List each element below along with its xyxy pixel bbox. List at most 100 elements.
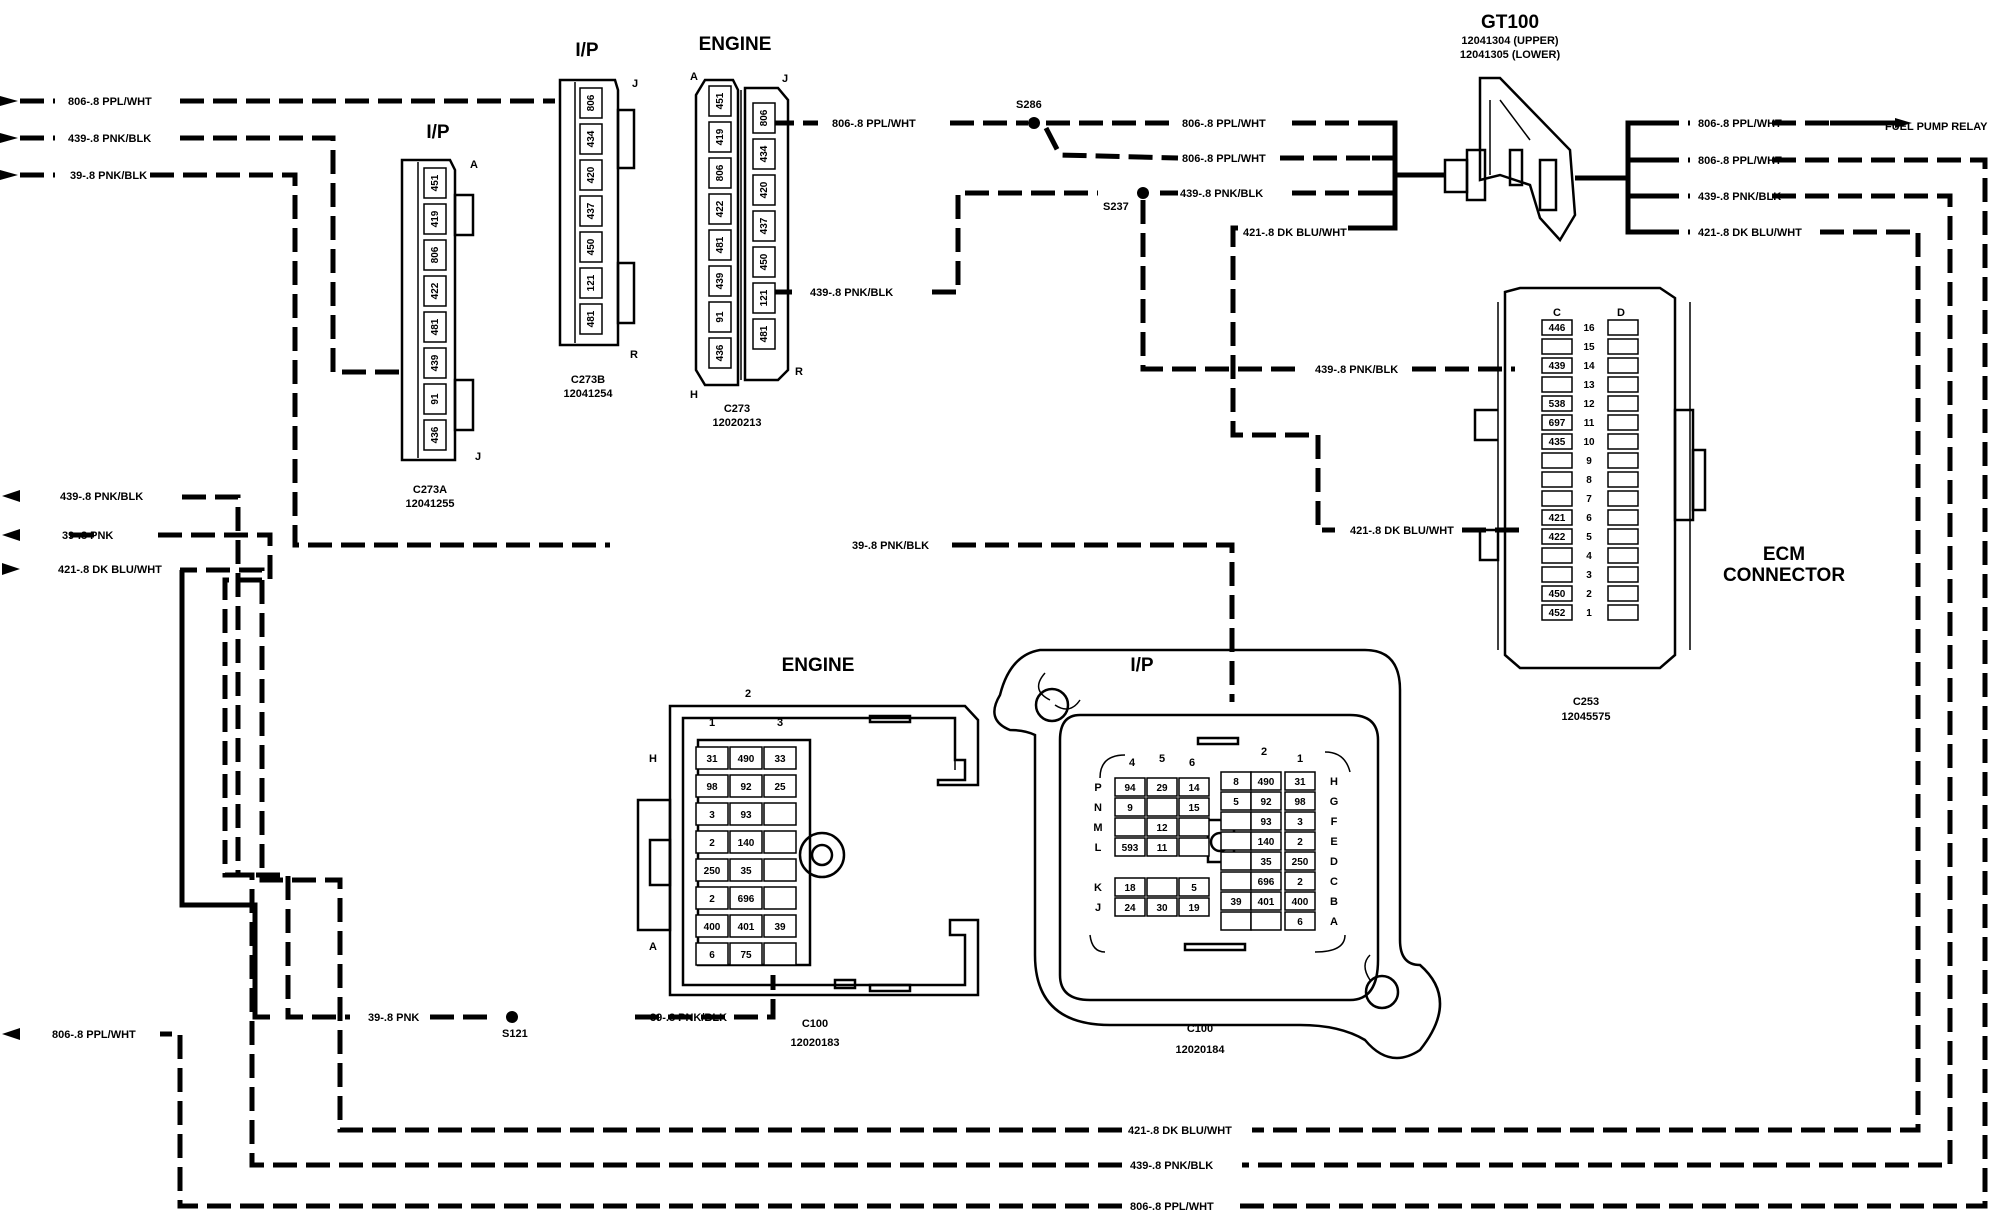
pin-cavity	[1220, 831, 1252, 851]
pin-label: 697	[1549, 418, 1566, 429]
ecm-cavity-c	[1541, 585, 1573, 602]
connector-heading: ENGINE	[782, 655, 855, 676]
connector-part: 12041255	[406, 498, 455, 510]
pin-cavity	[579, 195, 603, 227]
pin-cavity	[729, 942, 763, 966]
pin-cavity	[763, 774, 797, 798]
ecm-row-number: 16	[1583, 323, 1595, 334]
row-label: G	[1330, 796, 1339, 808]
pin-cavity	[695, 802, 729, 826]
pin-cavity	[1178, 837, 1210, 857]
pin-cavity	[708, 121, 732, 153]
pin-label: 3	[777, 717, 783, 729]
pin-cavity	[1250, 771, 1282, 791]
pin-cavity	[752, 246, 776, 278]
pin-label: 121	[759, 289, 770, 306]
pin-label: 92	[1260, 797, 1272, 808]
pin-label: 6	[1297, 917, 1303, 928]
splice-s237-dot	[1137, 187, 1149, 199]
pin-cavity	[1250, 891, 1282, 911]
pin-label: 12	[1156, 823, 1168, 834]
row-label: C	[1330, 876, 1338, 888]
wire-label: 39-.8 PNK	[62, 530, 113, 542]
pin-label: 451	[430, 174, 441, 191]
pin-cavity	[708, 337, 732, 369]
pin-cavity	[1114, 777, 1146, 797]
wire-label: 806-.8 PPL/WHT	[832, 118, 916, 130]
pin-cavity	[695, 914, 729, 938]
pin-cavity	[1220, 911, 1252, 931]
gt100-body	[1443, 76, 1577, 243]
pin-cavity	[695, 746, 729, 770]
pin-label: 481	[759, 325, 770, 342]
pin-cavity	[752, 318, 776, 350]
ecm-cavity-d	[1607, 509, 1639, 526]
connector-id: C253	[1573, 696, 1599, 708]
pin-cavity	[579, 303, 603, 335]
pin-cavity	[695, 774, 729, 798]
arrow-fuel-pump-relay-icon	[1895, 118, 1912, 128]
wire-label: 439-.8 PNK/BLK	[810, 287, 893, 299]
pin-cavity	[763, 942, 797, 966]
pin-label: 93	[740, 810, 752, 821]
wire-label: 39-.8 PNK	[368, 1012, 419, 1024]
pin-label: 31	[1294, 777, 1306, 788]
ecm-cavity-c	[1541, 452, 1573, 469]
ecm-cavity-d	[1607, 357, 1639, 374]
splice-label: S237	[1103, 201, 1129, 213]
row-label: B	[1330, 896, 1338, 908]
pin-cavity	[1146, 817, 1178, 837]
connector-part: 12020213	[713, 417, 762, 429]
pin-cavity	[423, 275, 447, 307]
splice-s286-dot	[1028, 117, 1040, 129]
pin-cavity	[708, 157, 732, 189]
pin-cavity	[1250, 851, 1282, 871]
pin-label: 3	[709, 810, 715, 821]
pin-label: 250	[704, 866, 721, 877]
pin-label: 439	[715, 272, 726, 289]
pin-cavity	[708, 265, 732, 297]
pin-label: 490	[1258, 777, 1275, 788]
ecm-row-number: 9	[1586, 456, 1592, 467]
row-label: A	[649, 941, 657, 953]
arrow-39-in-icon	[0, 170, 18, 180]
ecm-cavity-d	[1607, 319, 1639, 336]
gt100-title: GT100	[1481, 12, 1539, 33]
pin-cavity	[708, 301, 732, 333]
pin-label: 91	[715, 311, 726, 323]
pin-cavity	[729, 746, 763, 770]
connector-c273: ENGINE A J H R 4514198064224814399143680…	[690, 34, 803, 429]
wire-label: 421-.8 DK BLU/WHT	[1350, 525, 1454, 537]
connector-heading: I/P	[426, 122, 450, 143]
pin-cavity	[708, 193, 732, 225]
pin-cavity	[729, 830, 763, 854]
ecm-col-label: C	[1553, 307, 1561, 319]
pin-cavity	[1284, 831, 1316, 851]
ecm-cavity-c	[1541, 433, 1573, 450]
ecm-cavity-d	[1607, 604, 1639, 621]
gt100-connector: GT100 12041304 (UPPER) 12041305 (LOWER)	[1443, 12, 1577, 243]
row-label: F	[1331, 816, 1338, 828]
connector-id: C100	[802, 1018, 828, 1030]
pin-cavity	[729, 914, 763, 938]
ecm-cavity-c	[1541, 528, 1573, 545]
connector-part: 12041254	[564, 388, 614, 400]
pin-label: 18	[1124, 883, 1136, 894]
pin-cavity	[1220, 871, 1252, 891]
pin-cavity	[695, 886, 729, 910]
pin-end-label: R	[795, 366, 803, 378]
pin-cavity	[752, 138, 776, 170]
pin-label: 434	[586, 130, 597, 147]
ecm-cavity-d	[1607, 376, 1639, 393]
ecm-cavity-c	[1541, 547, 1573, 564]
pin-cavity	[1114, 837, 1146, 857]
wire-label-group: 806-.8 PPL/WHT 439-.8 PNK/BLK 39-.8 PNK/…	[52, 96, 1988, 1213]
pin-label: 401	[1258, 897, 1275, 908]
pin-label: 436	[715, 344, 726, 361]
ecm-row-number: 14	[1583, 361, 1595, 372]
pin-label: 19	[1188, 903, 1200, 914]
connector-part: 12020184	[1176, 1044, 1226, 1056]
